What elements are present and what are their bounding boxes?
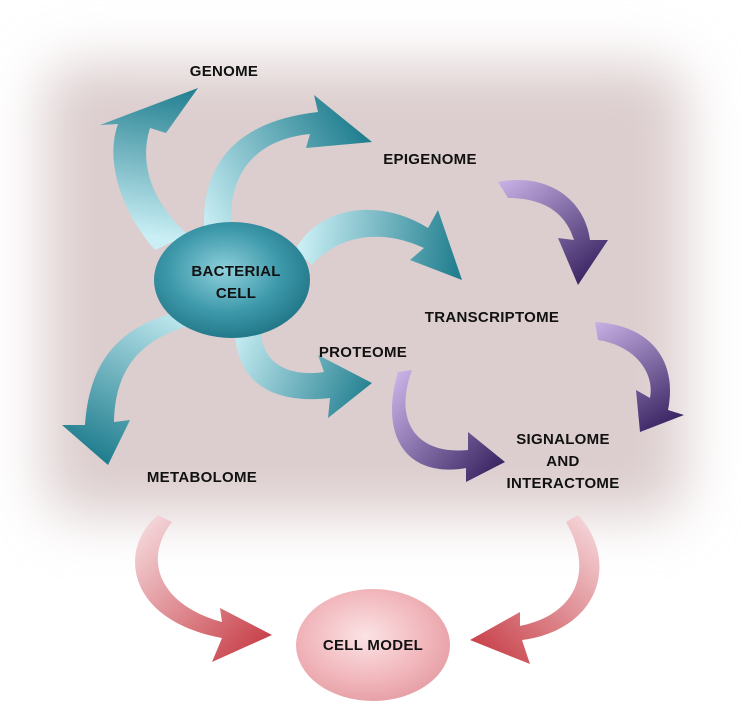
arrow-cell-to-genome	[100, 88, 198, 250]
cell-model-node	[296, 589, 450, 701]
genome-label: GENOME	[190, 63, 258, 80]
bacterial-cell-label-line-2: CELL	[216, 285, 256, 302]
arrow-cell-to-metabolome	[62, 308, 205, 465]
cell-model-label: CELL MODEL	[323, 637, 423, 654]
arrow-cell-to-epigenome	[204, 95, 372, 240]
signalome-label-line-3: INTERACTOME	[506, 475, 619, 492]
transcriptome-label: TRANSCRIPTOME	[425, 309, 559, 326]
proteome-label: PROTEOME	[319, 344, 407, 361]
diagram-backdrop	[45, 65, 685, 515]
arrow-cell-to-transcriptome	[295, 209, 462, 280]
arrow-signalome-to-cell-model	[470, 515, 600, 664]
signalome-label-line-2: AND	[546, 453, 579, 470]
arrow-transcriptome-to-signalome	[595, 322, 684, 432]
bacterial-cell-label-line-1: BACTERIAL	[191, 263, 280, 280]
arrow-epigenome-to-transcriptome	[498, 179, 608, 285]
arrow-cell-to-proteome	[234, 318, 372, 418]
arrow-metabolome-to-cell-model	[135, 515, 272, 662]
bacterial-cell-node	[154, 222, 310, 338]
arrow-proteome-to-signalome	[392, 370, 505, 482]
epigenome-label: EPIGENOME	[383, 151, 477, 168]
signalome-label-line-1: SIGNALOME	[516, 431, 610, 448]
metabolome-label: METABOLOME	[147, 469, 257, 486]
